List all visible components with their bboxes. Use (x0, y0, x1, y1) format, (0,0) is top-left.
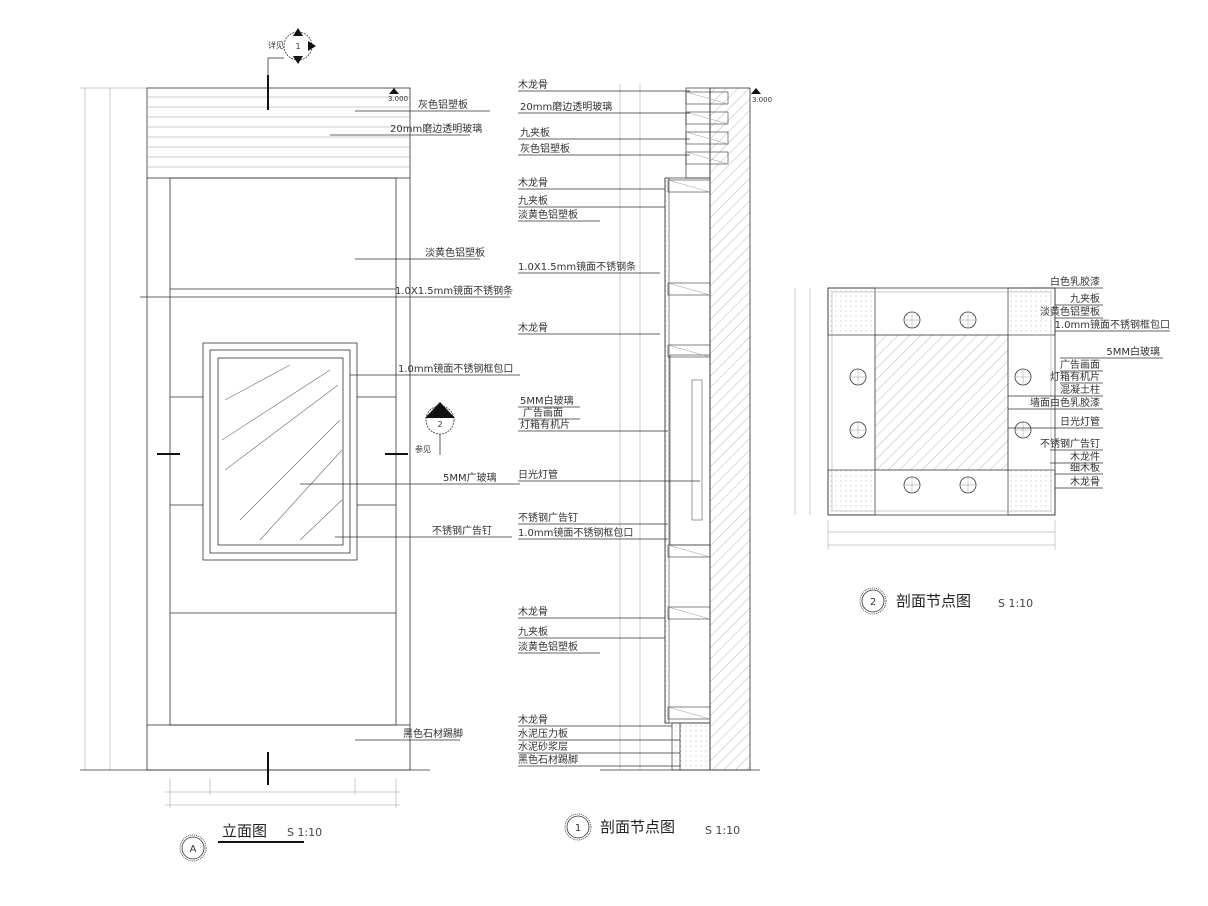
wood-joist (667, 179, 711, 193)
section-1-view (564, 84, 761, 841)
wood-joist-cross (667, 179, 711, 193)
elevation-label: 淡黄色铝塑板 (425, 246, 485, 259)
elevation-label: 灰色铝塑板 (418, 98, 468, 111)
section-2-label: 九夹板 (1070, 292, 1100, 305)
section-1-marker: 1 (575, 823, 581, 834)
section-1-scale: S 1:10 (705, 824, 740, 837)
section-1-level: 3.000 (752, 96, 772, 104)
glass-hatch-line (224, 364, 291, 401)
section-1-label: 木龙骨 (518, 78, 548, 91)
section-1-label: 广告画面 (523, 406, 563, 419)
section-1-label: 20mm磨边透明玻璃 (520, 100, 612, 113)
elevation-level: 3.000 (388, 95, 408, 103)
wood-joist (685, 91, 729, 105)
section-2-label: 灯箱有机片 (1050, 370, 1100, 383)
wood-joist-cross (685, 151, 729, 165)
elevation-label: 1.0mm镜面不锈钢框包口 (398, 362, 513, 375)
wood-joist-cross (667, 344, 711, 358)
section-1-label: 不锈钢广告钉 (518, 511, 578, 524)
section-1-label: 木龙骨 (518, 605, 548, 618)
glass-hatch-line (299, 499, 343, 541)
glass-hatch-line (224, 384, 339, 471)
level-marker (389, 88, 399, 94)
section-ref-label: 详见 (268, 40, 284, 50)
elevation-label: 1.0X1.5mm镜面不锈钢条 (395, 284, 513, 297)
section-cut-symbol[interactable] (267, 28, 316, 75)
detail-ref-label: 参见 (415, 444, 431, 454)
section-1-label: 水泥压力板 (518, 727, 568, 740)
section-1-label: 木龙骨 (518, 713, 548, 726)
section-2-label: 木龙骨 (1070, 475, 1100, 488)
wood-joist (667, 282, 711, 296)
wood-joist-cross (667, 544, 711, 558)
detail-ref-symbol[interactable] (425, 402, 455, 455)
section-2-label: 广告画面 (1060, 358, 1100, 371)
section-2-label: 淡黄色铝塑板 (1040, 305, 1100, 318)
wood-joist-cross (685, 131, 729, 145)
section-1-title: 剖面节点图 (600, 818, 675, 836)
elevation-label: 5MM广玻璃 (443, 471, 497, 484)
elevation-view (80, 28, 455, 862)
section-2-scale: S 1:10 (998, 597, 1033, 610)
wood-joist-cross (685, 91, 729, 105)
section-1-label: 灰色铝塑板 (520, 142, 570, 155)
section-2-label: 日光灯管 (1060, 415, 1100, 428)
section-1-label: 1.0mm镜面不锈钢框包口 (518, 526, 633, 539)
section-1-label: 九夹板 (518, 194, 548, 207)
section-1-label: 5MM白玻璃 (520, 394, 574, 407)
section-2-label: 混凝土柱 (1060, 383, 1100, 396)
section-1-label: 黑色石材踢脚 (518, 753, 578, 766)
wood-joist-cross (667, 706, 711, 720)
section-2-label: 木龙件 (1070, 450, 1100, 463)
section-1-label: 淡黄色铝塑板 (518, 208, 578, 221)
section-1-label: 淡黄色铝塑板 (518, 640, 578, 653)
section-ref-number: 1 (295, 42, 300, 51)
section-1-label: 木龙骨 (518, 176, 548, 189)
section-2-label: 不锈钢广告钉 (1040, 437, 1100, 450)
glass-hatch-line (259, 449, 343, 541)
wood-joist-cross (667, 282, 711, 296)
wood-joist (685, 131, 729, 145)
wood-joist (685, 151, 729, 165)
elevation-label: 20mm磨边透明玻璃 (390, 122, 482, 135)
section-1-label: 九夹板 (518, 625, 548, 638)
section-2-label: 细木板 (1070, 461, 1100, 474)
section-2-marker: 2 (870, 597, 876, 608)
elevation-scale: S 1:10 (287, 826, 322, 839)
section-2-label: 墙面白色乳胶漆 (1030, 396, 1100, 409)
glass-hatch-line (239, 419, 341, 521)
section-2-label: 1.0mm镜面不锈钢框包口 (1055, 318, 1170, 331)
section-1-label: 木龙骨 (518, 321, 548, 334)
section-1-label: 1.0X1.5mm镜面不锈钢条 (518, 260, 636, 273)
glass-hatch-line (221, 369, 331, 441)
section-2-view (794, 287, 1056, 615)
elevation-label: 不锈钢广告钉 (432, 524, 492, 537)
wood-joist-cross (667, 606, 711, 620)
section-1-label: 灯箱有机片 (520, 418, 570, 431)
section-1-label: 水泥砂浆层 (518, 740, 568, 753)
elevation-title: 立面图 (222, 822, 267, 840)
elevation-label: 黑色石材踢脚 (403, 727, 463, 740)
section-1-label: 九夹板 (520, 126, 550, 139)
section-2-label: 5MM白玻璃 (1106, 345, 1160, 358)
section-2-title: 剖面节点图 (896, 592, 971, 610)
elevation-marker: A (190, 844, 197, 855)
wood-joist (685, 111, 729, 125)
wood-joist (667, 606, 711, 620)
detail-ref-number: 2 (437, 420, 442, 429)
wood-joist (667, 706, 711, 720)
wood-joist-cross (685, 111, 729, 125)
section-2-label: 白色乳胶漆 (1050, 275, 1100, 288)
wood-joist (667, 344, 711, 358)
wood-joist (667, 544, 711, 558)
section-1-label: 日光灯管 (518, 468, 558, 481)
